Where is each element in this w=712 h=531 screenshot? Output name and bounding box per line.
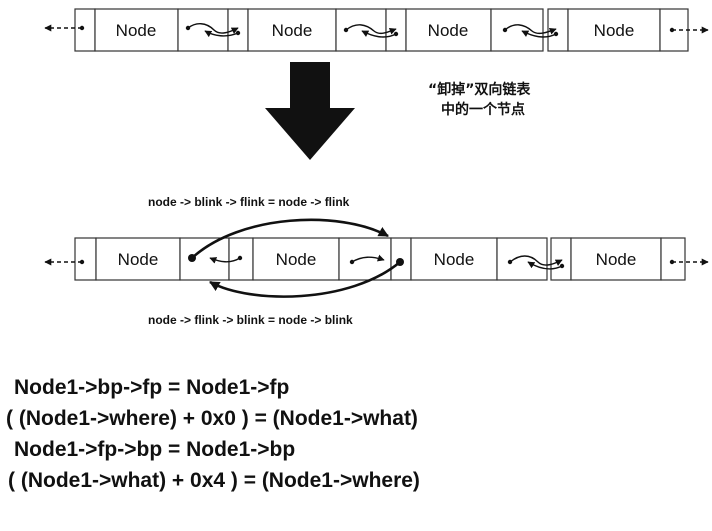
- flink-bypass-arc: [191, 218, 389, 259]
- top-node-2-label: Node: [272, 21, 313, 40]
- bottom-node-4: [550, 237, 686, 281]
- top-node-3-label: Node: [428, 21, 469, 40]
- top-node-1-label: Node: [116, 21, 157, 40]
- top-node-4: [547, 8, 689, 52]
- top-row-pointers: [44, 23, 709, 38]
- equation-bottom: node -> flink -> blink = node -> blink: [148, 313, 353, 327]
- big-down-arrow: [265, 62, 355, 160]
- top-node-1: [74, 8, 229, 52]
- top-row: [74, 8, 689, 52]
- top-row-labels: Node Node Node Node: [116, 21, 635, 40]
- bottom-node-1: [74, 237, 230, 281]
- bottom-node-3: [390, 237, 548, 281]
- bottom-row-pointers: [44, 254, 709, 270]
- linked-list-diagram: Node Node Node Node “卸掉”双向链表 中的一个节点 node…: [44, 8, 709, 327]
- blink-bypass-arc: [209, 261, 401, 298]
- bypass-arcs: [188, 218, 404, 298]
- code-block: Node1->bp->fp = Node1->fp ( (Node1->wher…: [0, 372, 712, 496]
- code-line-1: Node1->bp->fp = Node1->fp: [14, 376, 290, 399]
- bottom-row: [74, 237, 686, 281]
- equation-top: node -> blink -> flink = node -> flink: [148, 195, 350, 209]
- code-line-4: ( (Node1->what) + 0x4 ) = (Node1->where): [8, 469, 420, 492]
- bottom-node-1-label: Node: [118, 250, 159, 269]
- top-node-2: [227, 8, 387, 52]
- caption-line-2: 中的一个节点: [441, 101, 525, 118]
- bottom-node-3-label: Node: [434, 250, 475, 269]
- code-line-2: ( (Node1->where) + 0x0 ) = (Node1->what): [6, 407, 418, 430]
- bottom-node-2-label: Node: [276, 250, 317, 269]
- bottom-node-2-removed: [228, 237, 392, 281]
- top-node-3: [385, 8, 544, 52]
- top-node-4-label: Node: [594, 21, 635, 40]
- bottom-row-labels: Node Node Node Node: [118, 250, 637, 269]
- bottom-node-4-label: Node: [596, 250, 637, 269]
- caption-line-1: “卸掉”双向链表: [428, 81, 531, 98]
- code-line-3: Node1->fp->bp = Node1->bp: [14, 438, 296, 461]
